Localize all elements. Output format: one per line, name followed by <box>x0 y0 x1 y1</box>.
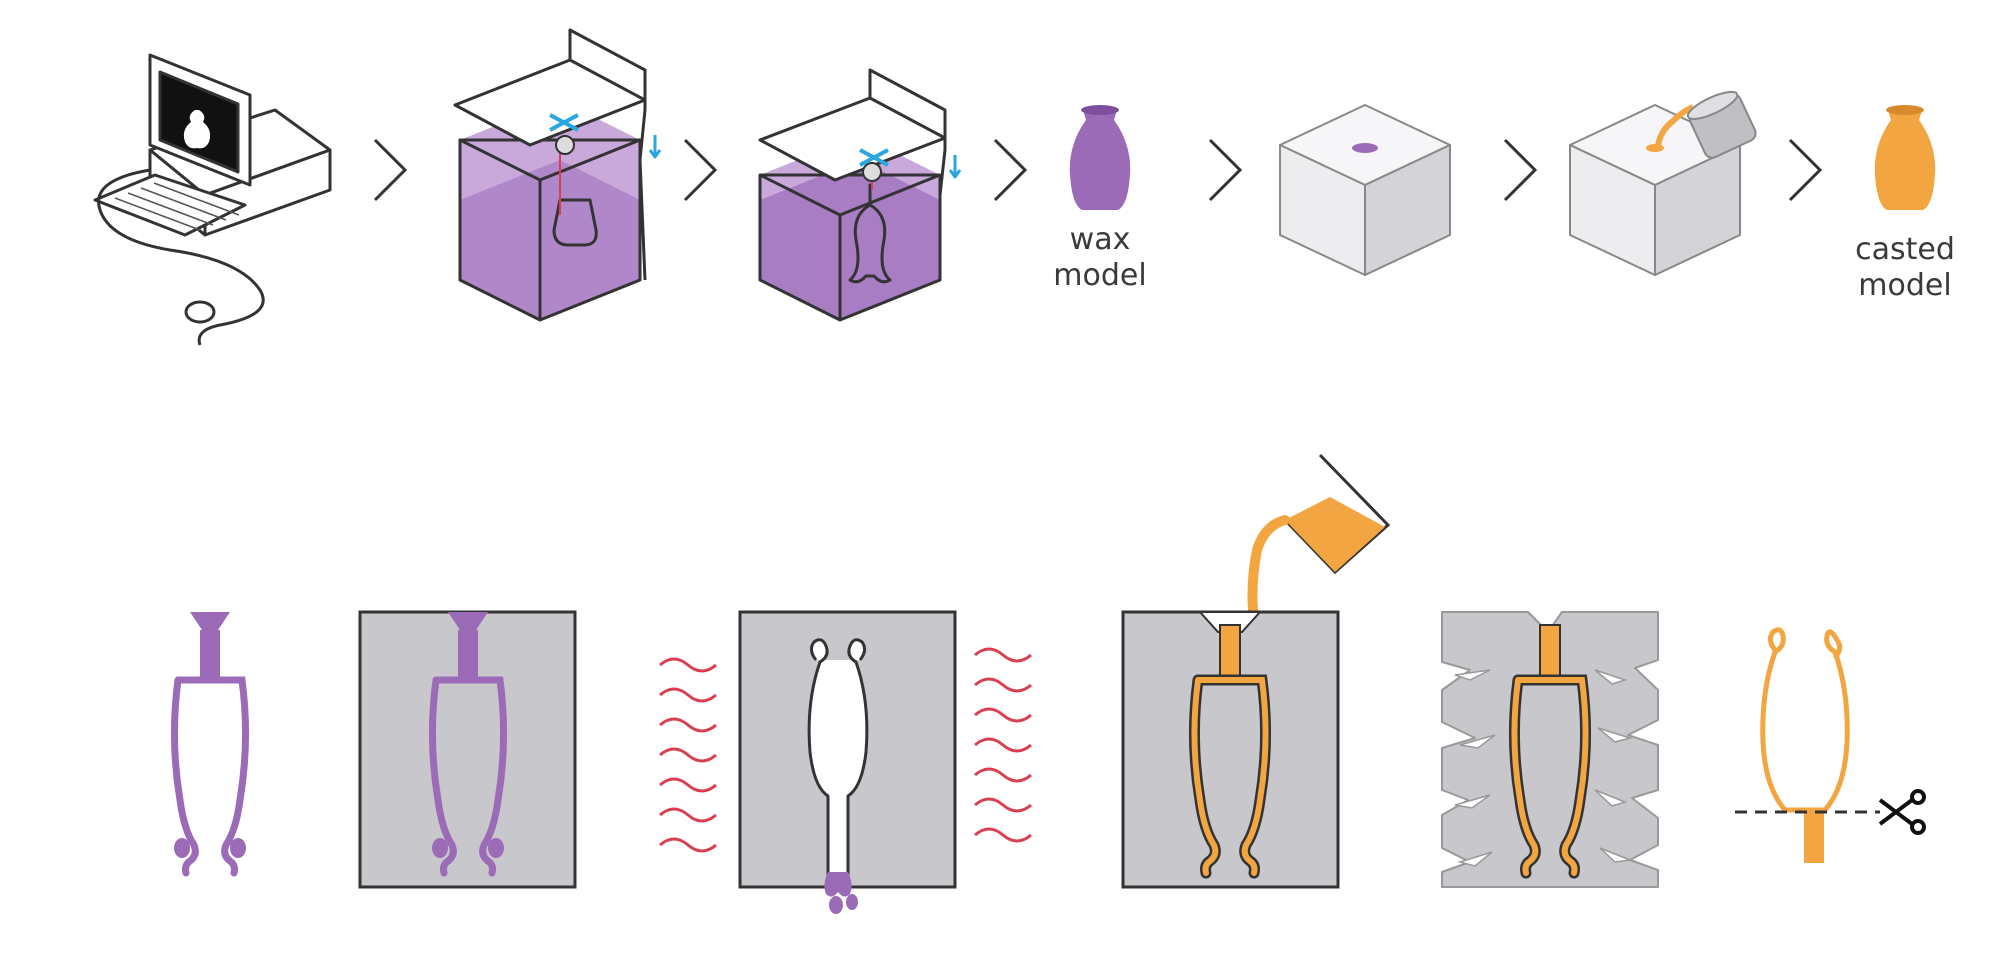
burnout-mold <box>738 610 957 914</box>
casting-mold <box>1121 610 1340 889</box>
wax-model-label-line-2: model <box>1053 258 1147 293</box>
heat-wave-icon <box>659 657 717 853</box>
chevron-right-icon <box>1503 138 1538 202</box>
wax-model-in-mold <box>358 610 577 889</box>
chevron-right-icon <box>993 138 1028 202</box>
vase-icon <box>1874 110 1936 210</box>
pouring-crucible-icon <box>1569 90 1757 276</box>
casted-model-label: casted model <box>1840 232 1970 304</box>
wax-model-label-line-1: wax <box>1069 222 1131 257</box>
vase-icon <box>1069 110 1131 210</box>
computer-icon <box>93 53 332 346</box>
final-casting <box>1735 627 1880 863</box>
broken-mold <box>1441 611 1659 888</box>
chevron-right-icon <box>373 138 408 202</box>
casted-model-label-line-1: casted <box>1855 232 1955 267</box>
3d-printer-icon <box>758 68 962 322</box>
pouring-crucible-icon <box>1247 453 1391 615</box>
3d-printer-icon <box>453 28 662 322</box>
heat-wave-icon <box>974 647 1032 843</box>
chevron-right-icon <box>683 138 718 202</box>
casted-model-label-line-2: model <box>1858 268 1952 303</box>
chevron-right-icon <box>1208 138 1243 202</box>
chevron-right-icon <box>1788 138 1823 202</box>
investment-block-icon <box>1279 104 1451 276</box>
scissors-icon <box>1878 789 1926 835</box>
wax-model-label: wax model <box>1040 222 1160 294</box>
wax-sprue-model <box>170 612 250 877</box>
